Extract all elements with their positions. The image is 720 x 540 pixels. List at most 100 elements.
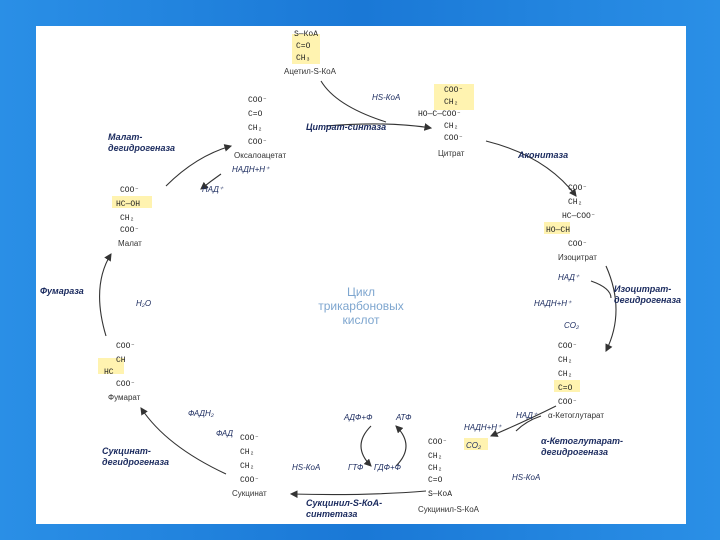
metabolite-oxaloacetate: COO⁻ C=O CH₂ COO⁻ Оксалоацетат [234,96,286,160]
fumarate-label: Фумарат [108,393,141,402]
arrow-succinylcoa-to-succinate [289,490,427,499]
arrow-citrate-to-isocitrate [485,140,577,197]
citrate-formula-4: CH₂ [444,122,458,131]
cofactor-nad-kg: НАД⁺ [516,411,538,420]
cofactor-nadh-top: НАДН+Н⁺ [232,165,270,174]
arrow-succinate-to-fumarate [140,407,227,475]
enzyme-fumarase: Фумараза [40,286,84,296]
fumarate-formula-3: HC [104,368,114,377]
arrow-ketoglutarate-to-succinylcoa [489,405,557,437]
enzyme-kg-dh-1: α-Кетоглутарат- [541,436,623,446]
succinylcoa-formula-1: COO⁻ [428,438,447,447]
diagram-panel: Цикл трикарбоновых кислот S—КоА C=O CH₃ … [36,26,686,524]
enzyme-malate-dh-2: дегидрогеназа [108,143,175,153]
ketoglutarate-formula-3: CH₂ [558,370,572,379]
arrow-fumarate-to-malate [99,253,112,337]
acetyl-formula-2: C=O [296,42,311,51]
ketoglutarate-formula-5: COO⁻ [558,398,577,407]
cycle-arrows [99,80,617,499]
succinylcoa-formula-3: CH₂ [428,464,442,473]
fumarate-formula-2: CH [116,356,126,365]
malate-formula-4: COO⁻ [120,226,139,235]
ketoglutarate-highlight [554,380,580,392]
enzyme-isocitrate-dh-2: дегидрогеназа [614,295,681,305]
acetyl-formula-3: CH₃ [296,54,310,63]
enzyme-kg-dh-2: дегидрогеназа [541,447,608,457]
isocitrate-formula-5: COO⁻ [568,240,587,249]
malate-formula-3: CH₂ [120,214,134,223]
succinylcoa-label: Сукцинил-S-КоА [418,505,480,514]
arrow-nad-top [200,173,222,190]
succinate-formula-4: COO⁻ [240,476,259,485]
succinylcoa-formula-2: CH₂ [428,452,442,461]
citrate-highlight [434,84,474,110]
succinate-label: Сукцинат [232,489,267,498]
fumarate-formula-4: COO⁻ [116,380,135,389]
cofactor-gtf: ГТФ [348,463,364,472]
succinate-formula-3: CH₂ [240,462,254,471]
enzyme-citrate-synthase: Цитрат-синтаза [306,122,386,132]
isocitrate-label: Изоцитрат [558,253,597,262]
oxaloacetate-formula-4: COO⁻ [248,138,267,147]
cofactor-hskoa-kg: HS-КоА [512,473,540,482]
acetyl-highlight [292,34,320,64]
cofactor-fadh2: ФАДН₂ [188,409,214,418]
isocitrate-formula-3: HC—COO⁻ [562,212,596,221]
arrow-acetyl-to-citrate [320,80,387,123]
malate-formula-2: HC—OH [116,200,140,209]
ketoglutarate-label: α-Кетоглутарат [548,411,604,420]
oxaloacetate-label: Оксалоацетат [234,151,286,160]
enzyme-succinate-dh-2: дегидрогеназа [102,457,169,467]
isocitrate-formula-2: CH₂ [568,198,582,207]
citrate-formula-2: CH₂ [444,98,458,107]
metabolite-acetyl-coa: S—КоА C=O CH₃ Ацетил-S-КоА [284,30,337,76]
enzyme-succinate-dh-1: Сукцинат- [102,446,151,456]
arrow-nad-iso [590,280,612,299]
enzyme-aconitase: Аконитаза [517,150,568,160]
enzyme-labels: Цитрат-синтаза Аконитаза Изоцитрат- деги… [40,122,681,519]
fumarate-highlight [98,358,124,374]
fumarate-formula-1: COO⁻ [116,342,135,351]
acetyl-formula-1: S—КоА [294,30,318,39]
cofactor-adf: АДФ+Ф [343,413,373,422]
arrow-gtf-cycle [360,425,372,467]
oxaloacetate-formula-3: CH₂ [248,124,262,133]
enzyme-isocitrate-dh-1: Изоцитрат- [614,284,671,294]
citrate-label: Цитрат [438,149,465,158]
center-title-line-3: кислот [343,313,381,327]
succinylcoa-formula-4: C=O [428,476,443,485]
succinate-formula-2: CH₂ [240,448,254,457]
metabolite-ketoglutarate: COO⁻ CH₂ CH₂ C=O COO⁻ α-Кетоглутарат [548,342,604,420]
isocitrate-highlight [544,222,570,234]
krebs-cycle-diagram: Цикл трикарбоновых кислот S—КоА C=O CH₃ … [40,30,681,519]
arrow-oxaloacetate-to-citrate [325,123,433,131]
cofactor-co2-kg: CO₂ [466,441,481,450]
malate-label: Малат [118,239,142,248]
malate-highlight [112,196,152,208]
metabolite-malate: COO⁻ HC—OH CH₂ COO⁻ Малат [112,186,152,248]
cofactor-nad-iso: НАД⁺ [558,273,580,282]
cofactor-nadh-iso: НАДН+Н⁺ [534,299,572,308]
metabolite-succinate: COO⁻ CH₂ CH₂ COO⁻ Сукцинат [232,434,267,498]
center-title-line-2: трикарбоновых [318,299,404,313]
center-title-line-1: Цикл [347,285,375,299]
isocitrate-formula-1: COO⁻ [568,184,587,193]
cofactor-gdf: ГДФ+Ф [374,463,402,472]
enzyme-malate-dh-1: Малат- [108,132,142,142]
cofactor-nad-top: НАД⁺ [202,185,224,194]
arrow-adf-cycle [395,425,407,467]
cofactor-hskoa-top: HS-КоА [372,93,400,102]
cofactor-nadh-kg: НАДН+Н⁺ [464,423,502,432]
malate-formula-1: COO⁻ [120,186,139,195]
isocitrate-formula-4: HO—CH [546,226,570,235]
acetyl-label: Ацетил-S-КоА [284,67,337,76]
citrate-formula-1: COO⁻ [444,86,463,95]
center-title: Цикл трикарбоновых кислот [318,285,404,327]
arrow-malate-to-oxaloacetate [165,144,233,187]
metabolite-citrate: COO⁻ CH₂ HO—C—COO⁻ CH₂ COO⁻ Цитрат [418,84,474,158]
metabolite-isocitrate: COO⁻ CH₂ HC—COO⁻ HO—CH COO⁻ Изоцитрат [544,184,597,262]
ketoglutarate-formula-1: COO⁻ [558,342,577,351]
metabolite-fumarate: COO⁻ CH HC COO⁻ Фумарат [98,342,141,402]
co2-kg-highlight [464,438,488,450]
